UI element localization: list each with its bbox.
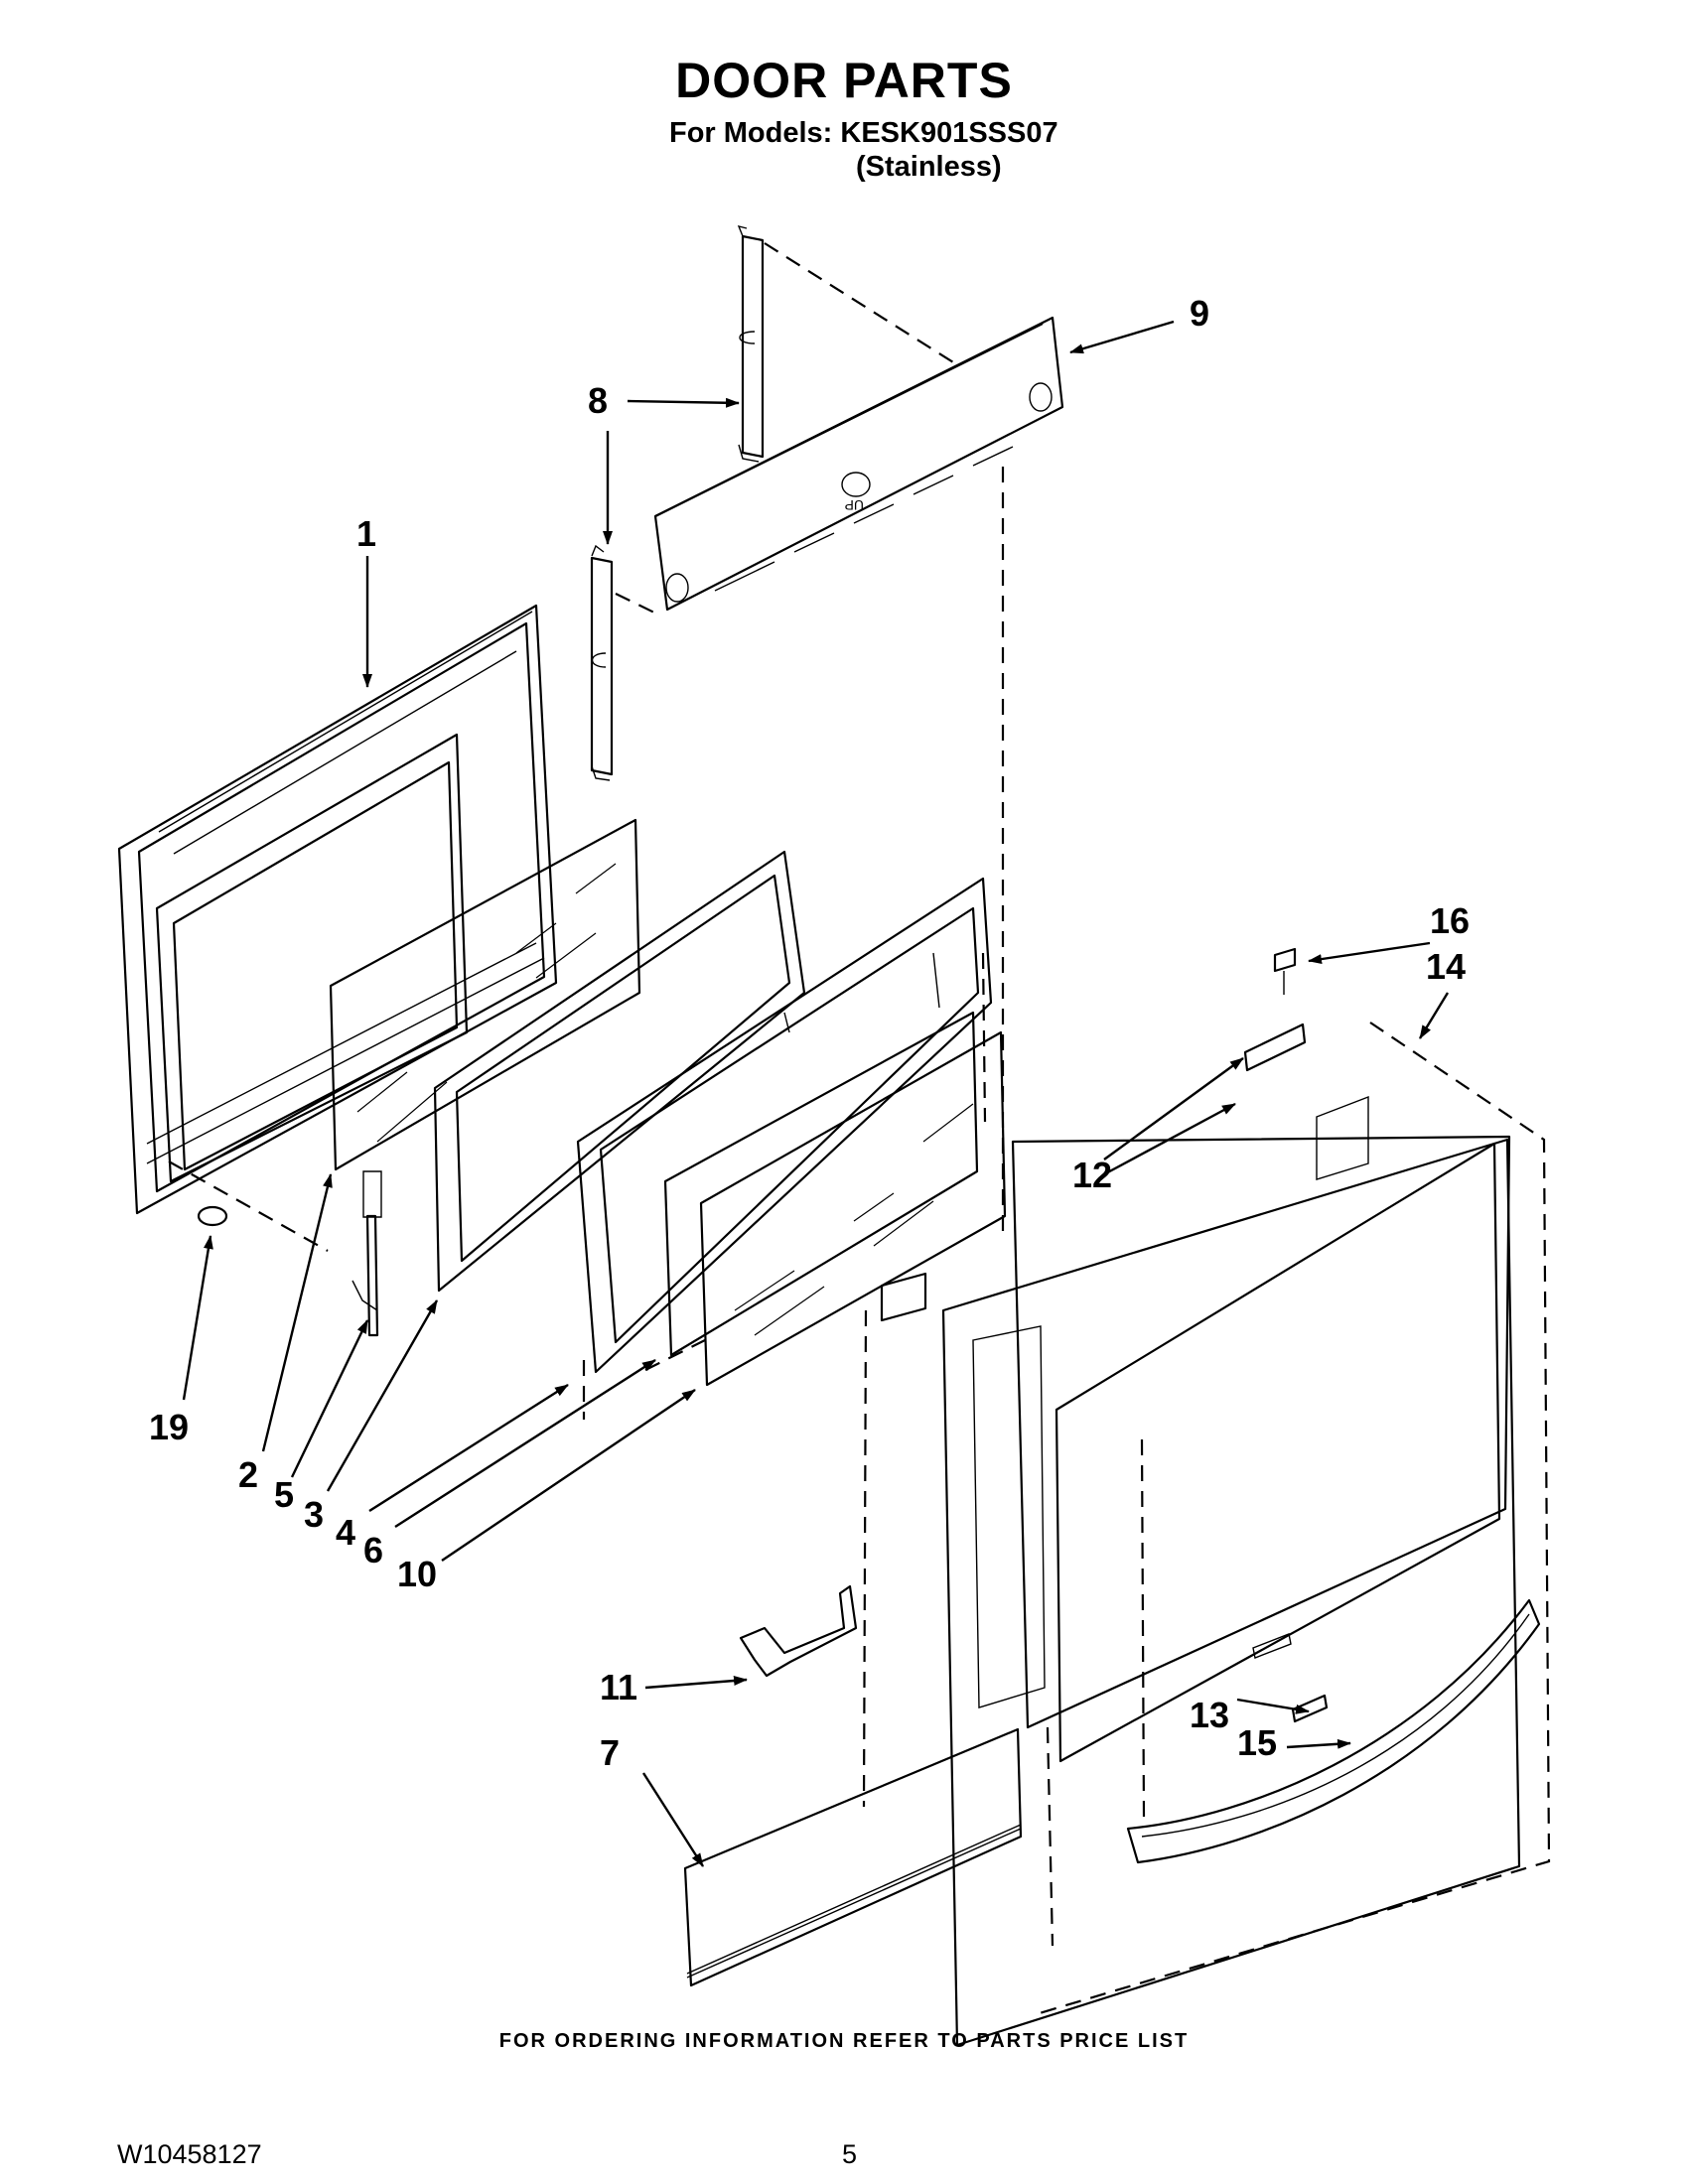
callout-14: 14: [1426, 946, 1466, 987]
callout-8: 8: [588, 380, 608, 421]
svg-text:UP: UP: [845, 497, 864, 513]
hinge-receptacle-part: [880, 1272, 927, 1322]
door-liner-part: [576, 877, 993, 1374]
hinge-bracket-right-part: [1243, 1023, 1307, 1072]
finish-line: (Stainless): [856, 151, 1002, 183]
hinge-bracket-upper-part: [737, 224, 765, 463]
alignment-lines: [168, 242, 1551, 2017]
bumper-screw-part: [197, 1205, 228, 1227]
page-title: DOOR PARTS: [675, 53, 1013, 108]
door-clip-part: [1252, 1633, 1329, 1723]
ordering-note: FOR ORDERING INFORMATION REFER TO PARTS …: [498, 2030, 1190, 2052]
callout-10: 10: [397, 1554, 437, 1594]
bottom-trim-part: [683, 1727, 1023, 1987]
door-top-vent-panel-part: UP: [653, 316, 1064, 612]
callout-12: 12: [1072, 1155, 1112, 1195]
model-number-line: For Models: KESK901SSS07: [669, 117, 1058, 149]
leader-arrows: [182, 320, 1450, 1867]
door-handle-part: [1126, 1598, 1541, 1864]
glass-panel-part: [329, 818, 641, 1171]
outer-door-assembly-part: [941, 1095, 1521, 2047]
document-number: W10458127: [117, 2139, 262, 2169]
screw-part: [1273, 947, 1297, 995]
callout-2: 2: [238, 1454, 258, 1495]
callout-4: 4: [336, 1512, 355, 1553]
door-latch-part: [352, 1170, 382, 1337]
inner-door-frame-part: [117, 604, 558, 1215]
callout-3: 3: [304, 1494, 324, 1535]
callout-15: 15: [1237, 1722, 1277, 1763]
callout-19: 19: [149, 1407, 189, 1447]
glass-frame-part: [433, 850, 806, 1293]
page-number: 5: [842, 2139, 858, 2169]
callout-9: 9: [1190, 293, 1209, 334]
callout-7: 7: [600, 1732, 620, 1773]
callout-13: 13: [1190, 1695, 1229, 1735]
lower-bracket-part: [739, 1584, 858, 1678]
callout-5: 5: [274, 1474, 294, 1515]
hinge-bracket-lower-part: [590, 544, 614, 781]
callout-16: 16: [1430, 900, 1470, 941]
outer-glass-pair-part: [663, 1011, 1007, 1387]
callout-6: 6: [363, 1530, 383, 1570]
callout-1: 1: [356, 513, 376, 554]
callout-11: 11: [600, 1667, 637, 1707]
